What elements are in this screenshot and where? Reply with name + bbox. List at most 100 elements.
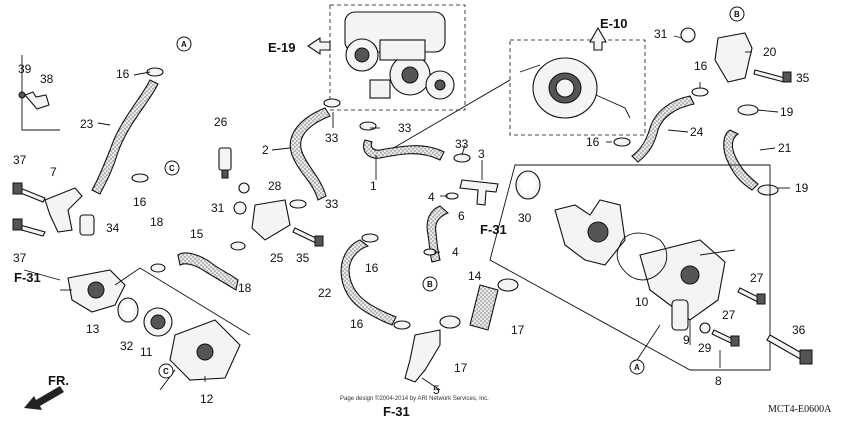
f31-ref-label-left: F-31: [14, 270, 41, 285]
part-number-5: 5: [433, 383, 440, 397]
part-number-10: 10: [635, 295, 649, 309]
leader-line: [114, 267, 251, 336]
o-ring-28[interactable]: [238, 182, 250, 194]
hose-24[interactable]: [631, 95, 695, 163]
clamp-16-right[interactable]: [613, 137, 631, 147]
fitting-34[interactable]: [79, 214, 95, 236]
leader-lines: [23, 35, 790, 391]
hose-1[interactable]: [362, 139, 445, 161]
pipe-3[interactable]: [459, 179, 499, 206]
part-number-8: 8: [715, 374, 722, 388]
part-number-7: 7: [50, 165, 57, 179]
ref-callout-b-mid[interactable]: B: [422, 276, 438, 292]
clamp-16-top-right[interactable]: [691, 87, 709, 97]
part-number-38: 38: [40, 72, 54, 86]
washer-29[interactable]: [699, 322, 711, 334]
cover-12[interactable]: [169, 319, 241, 381]
thermostat-11[interactable]: [143, 307, 173, 337]
svg-text:B: B: [734, 10, 740, 19]
part-number-34: 34: [106, 221, 120, 235]
thermo-sensor-26[interactable]: [218, 147, 232, 179]
hose-6[interactable]: [426, 205, 450, 263]
part-number-1: 1: [370, 179, 377, 193]
bracket-7[interactable]: [44, 187, 83, 233]
part-number-18-right: 18: [238, 281, 252, 295]
gasket-10[interactable]: [616, 232, 668, 281]
part-number-17-right: 17: [511, 323, 525, 337]
e10-ref-label: E-10: [600, 16, 627, 31]
part-number-9: 9: [683, 333, 690, 347]
bolt-37-upper[interactable]: [12, 182, 46, 203]
f31-ref-label-mid: F-31: [480, 222, 507, 237]
clamp-19-lower[interactable]: [757, 184, 779, 196]
part-number-33-upper: 33: [398, 121, 412, 135]
clamp-18-right[interactable]: [230, 241, 246, 251]
part-number-16-top-right: 16: [694, 59, 708, 73]
hose-22[interactable]: [340, 239, 397, 326]
part-number-17-left: 17: [454, 361, 468, 375]
part-number-13: 13: [86, 322, 100, 336]
clamp-16-top-left[interactable]: [146, 67, 164, 77]
part-number-37-lower: 37: [13, 251, 27, 265]
part-number-16-mid: 16: [365, 261, 379, 275]
bolt-35-right[interactable]: [753, 69, 792, 83]
clamp-33-upper[interactable]: [359, 121, 377, 131]
svg-text:A: A: [634, 363, 640, 372]
part-number-4-lower: 4: [452, 245, 459, 259]
bolt-27-upper[interactable]: [737, 287, 766, 305]
part-number-23: 23: [80, 117, 94, 131]
o-ring-31-right[interactable]: [680, 27, 696, 43]
bolt-35-left[interactable]: [292, 227, 324, 247]
svg-text:B: B: [427, 280, 433, 289]
ref-callout-a-top[interactable]: A: [176, 36, 192, 52]
part-number-39: 39: [18, 62, 32, 76]
part-number-12: 12: [200, 392, 214, 406]
part-number-33-top: 33: [325, 131, 339, 145]
pipe-5[interactable]: [404, 329, 441, 383]
hose-15[interactable]: [177, 252, 239, 291]
clamp-19-upper[interactable]: [737, 104, 759, 116]
part-number-32: 32: [120, 339, 134, 353]
o-ring-31-left[interactable]: [233, 201, 247, 215]
ref-callout-c-bottom[interactable]: C: [158, 363, 174, 379]
part-number-22: 22: [318, 286, 332, 300]
ref-callout-c-left[interactable]: C: [164, 160, 180, 176]
clamp-16-mid[interactable]: [361, 233, 379, 243]
hose-14[interactable]: [469, 284, 499, 331]
bolt-27-lower[interactable]: [711, 329, 740, 347]
bolt-36[interactable]: [766, 334, 813, 365]
water-pump-cover-assembly[interactable]: [509, 39, 646, 136]
part-number-25: 25: [270, 251, 284, 265]
part-number-2: 2: [262, 143, 269, 157]
part-number-31-left: 31: [211, 201, 225, 215]
part-number-15: 15: [190, 227, 204, 241]
clamp-18-left[interactable]: [150, 263, 166, 273]
part-number-37-upper: 37: [13, 153, 27, 167]
clamp-33-top[interactable]: [323, 98, 341, 108]
clamp-16-bottom[interactable]: [393, 320, 411, 330]
part-number-24: 24: [690, 125, 704, 139]
bolt-37-lower[interactable]: [12, 218, 46, 237]
clamp-16-left[interactable]: [131, 173, 149, 183]
clamp-17-right[interactable]: [497, 278, 519, 292]
ref-callout-a-bottom[interactable]: A: [629, 359, 645, 375]
hose-2[interactable]: [289, 107, 331, 201]
housing-13[interactable]: [67, 269, 126, 313]
clamp-33-lower[interactable]: [289, 199, 307, 209]
part-number-27-upper: 27: [750, 271, 764, 285]
o-ring-32[interactable]: [117, 297, 139, 323]
clamp-17-left[interactable]: [439, 315, 461, 329]
hose-21[interactable]: [723, 129, 759, 191]
part-number-35-left: 35: [296, 251, 310, 265]
clamp-33-mid[interactable]: [453, 153, 471, 163]
water-pump-assembly[interactable]: [489, 164, 771, 371]
throttle-body-assembly[interactable]: [329, 4, 466, 111]
joint-25[interactable]: [251, 199, 291, 241]
ref-callout-b-top[interactable]: B: [729, 6, 745, 22]
o-ring-30[interactable]: [515, 170, 541, 200]
part-number-21: 21: [778, 141, 792, 155]
part-number-19-upper: 19: [780, 105, 794, 119]
joint-20[interactable]: [714, 32, 753, 83]
hose-23[interactable]: [91, 79, 159, 195]
part-number-26: 26: [214, 115, 228, 129]
